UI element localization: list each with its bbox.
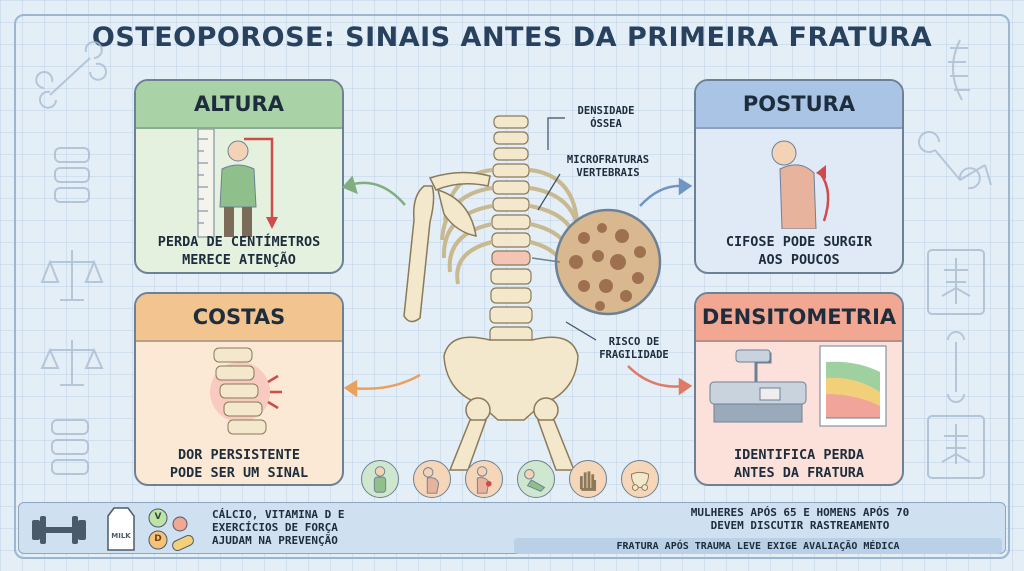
vitamin-d-label: D [154, 534, 162, 544]
spine-icon [948, 39, 970, 101]
prevention-line-1: CÁLCIO, VITAMINA D E [212, 508, 345, 521]
back-pain-icon [465, 460, 503, 498]
milk-label: MILK [111, 532, 131, 540]
hunched-person-icon [771, 140, 817, 229]
xray-icon [927, 249, 985, 315]
back-pain-illustration [210, 347, 282, 435]
label-densidade-line-1: DENSIDADE [577, 105, 635, 117]
arrow-to-postura [639, 184, 685, 207]
bone-icon [35, 41, 107, 109]
densitometry-illustration [709, 345, 887, 427]
postura-caption-line-1: CIFOSE PODE SURGIR [725, 234, 873, 250]
hip-icon [621, 460, 659, 498]
label-risco-line-1: RISCO DE [608, 336, 660, 348]
hunched-person-icon [413, 460, 451, 498]
postura-card-title: POSTURA [696, 81, 902, 129]
costas-caption-line-2: PODE SER UM SINAL [169, 465, 309, 481]
densitometria-card: DENSITOMETRIA IDENTIFICA PERDA ANTES DA … [694, 292, 904, 486]
bone-density-chart-icon [819, 345, 887, 427]
screening-line-2: DEVEM DISCUTIR RASTREAMENTO [710, 519, 890, 532]
label-densidade-line-2: ÓSSEA [590, 118, 622, 130]
prevention-icons [32, 507, 194, 552]
costas-card-title: COSTAS [136, 294, 342, 342]
outer-frame [14, 14, 1010, 559]
milk-carton-icon [107, 507, 135, 551]
arrow-to-costas [351, 373, 421, 390]
vertebra-icon [54, 147, 90, 203]
label-microfraturas-line-1: MICROFRATURAS [566, 154, 650, 166]
densitometria-caption-line-2: ANTES DA FRATURA [733, 465, 865, 481]
xray-icon-2 [927, 415, 985, 479]
scale-icon [40, 250, 104, 301]
joint-icon [918, 131, 992, 190]
postura-caption-line-2: AOS POUCOS [758, 252, 840, 268]
altura-caption-line-2: MERECE ATENÇÃO [182, 252, 296, 268]
elderly-person-icon [219, 140, 257, 237]
connector-arrows [341, 175, 693, 398]
bone-icon-2 [947, 331, 965, 403]
dexa-scanner-icon [709, 349, 807, 423]
kyphosis-illustration [771, 140, 830, 229]
height-loss-arrow [244, 137, 274, 224]
arrow-to-altura [349, 181, 406, 206]
trauma-text: FRATURA APÓS TRAUMA LEVE EXIGE AVALIAÇÃO… [616, 540, 900, 552]
screening-line-1: MULHERES APÓS 65 E HOMENS APÓS 70 [690, 506, 910, 519]
prevention-line-2: EXERCÍCIOS DE FORÇA [212, 521, 338, 534]
densitometria-card-title: DENSITOMETRIA [696, 294, 902, 342]
altura-card-title: ALTURA [136, 81, 342, 129]
pelvis-icon [443, 336, 579, 471]
trauma-banner: FRATURA APÓS TRAUMA LEVE EXIGE AVALIAÇÃO… [514, 538, 1002, 554]
vertebra-icon-2 [51, 419, 89, 475]
fall-icon [517, 460, 555, 498]
prevention-line-3: AJUDAM NA PREVENÇÃO [212, 534, 338, 547]
scale-icon-2 [40, 340, 104, 386]
bone-texture-magnifier [531, 208, 662, 316]
dumbbell-icon [32, 516, 86, 544]
spine-icon-central [489, 115, 533, 344]
spine-segment-icon [213, 347, 267, 435]
height-measure-illustration [197, 129, 278, 238]
person-icon [361, 460, 399, 498]
arrow-to-densitometria [627, 365, 685, 388]
page-title: OSTEOPOROSE: SINAIS ANTES DA PRIMEIRA FR… [91, 22, 933, 53]
vitamin-icon [148, 508, 194, 552]
height-ruler [197, 129, 215, 238]
altura-card: ALTURA PERDA DE CENTÍMETROS MERECE ATENÇ… [134, 79, 344, 274]
label-microfraturas-line-2: VERTEBRAIS [576, 167, 640, 179]
label-risco-line-2: FRAGILIDADE [599, 349, 669, 361]
costas-caption-line-1: DOR PERSISTENTE [178, 447, 300, 463]
pain-spark-icon [267, 374, 282, 410]
shoulder-arm-icon [403, 171, 491, 323]
altura-caption-line-1: PERDA DE CENTÍMETROS [157, 234, 321, 250]
postura-card: POSTURA CIFOSE PODE SURGIR AOS POUCOS [694, 79, 904, 274]
wrist-icon [569, 460, 607, 498]
costas-card: COSTAS DOR PERSISTENTE PODE SER UM SINAL [134, 292, 344, 486]
densitometria-caption-line-1: IDENTIFICA PERDA [733, 447, 865, 463]
vitamin-v-label: V [154, 512, 162, 522]
